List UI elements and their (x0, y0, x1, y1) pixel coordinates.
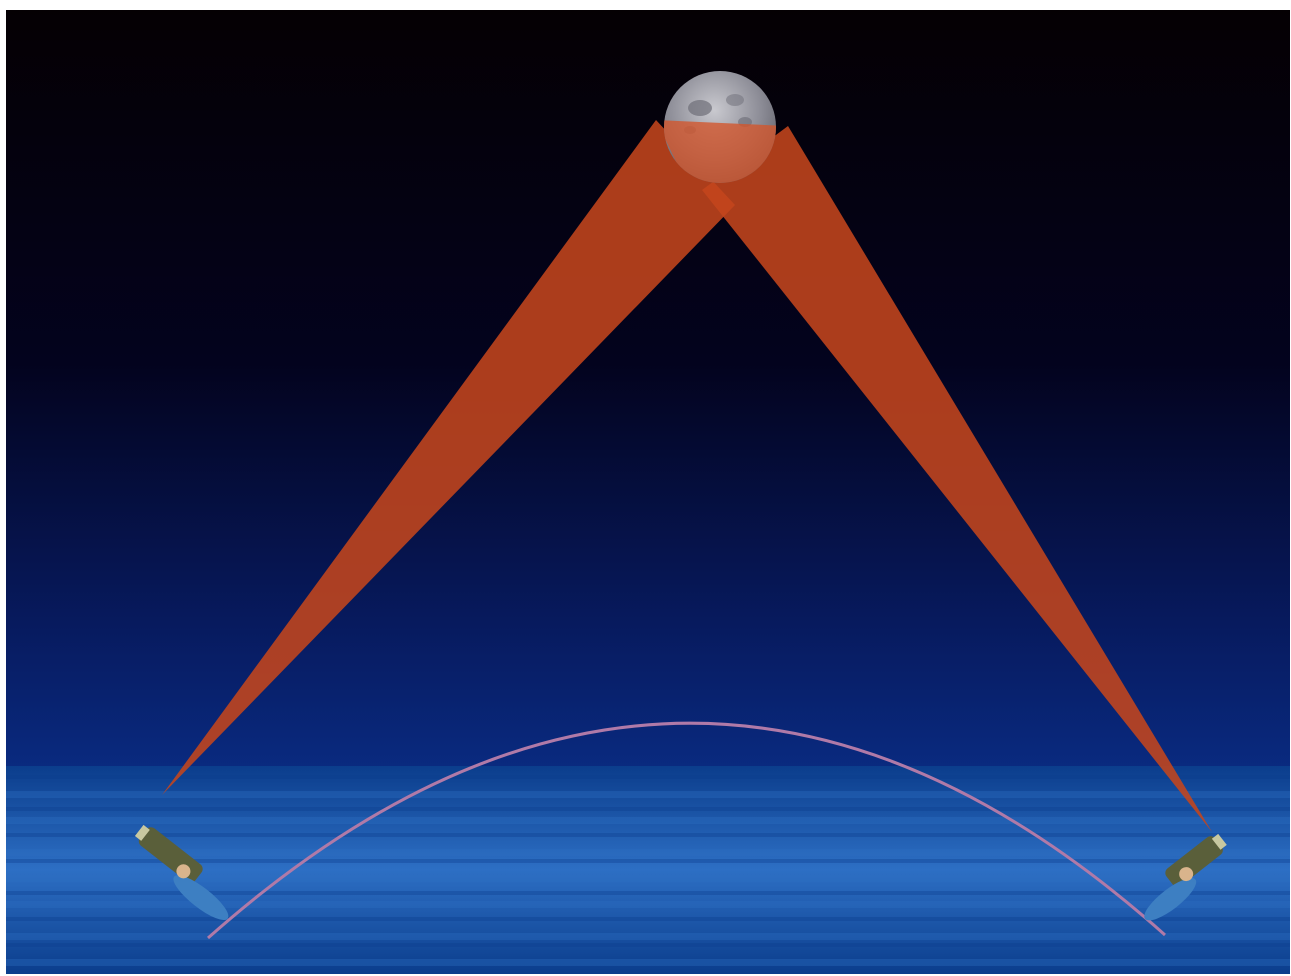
sea-streak (6, 891, 1290, 895)
sea (6, 766, 1290, 974)
sight-beam-left (162, 120, 735, 795)
sea-streak (6, 775, 1290, 779)
observer-body (1144, 877, 1197, 921)
observer-right (1144, 833, 1227, 921)
sea-streak (6, 901, 1290, 908)
sea-streak (6, 849, 1290, 856)
sea-streak (6, 917, 1290, 921)
observer-body (173, 875, 229, 921)
earth-surface-arc (207, 721, 1166, 940)
sea-streak (6, 959, 1290, 966)
sea-streak (6, 859, 1290, 863)
sea-streak (6, 833, 1290, 837)
sea-streak (6, 791, 1290, 798)
sea-streak (6, 875, 1290, 882)
observer-left (134, 824, 229, 921)
sight-beam-right (702, 126, 1212, 832)
sea-streak (6, 943, 1290, 947)
sea-streaks (6, 775, 1290, 966)
sea-streak (6, 817, 1290, 824)
sea-streak (6, 807, 1290, 811)
moon-icon (664, 71, 776, 183)
sea-streak (6, 933, 1290, 940)
